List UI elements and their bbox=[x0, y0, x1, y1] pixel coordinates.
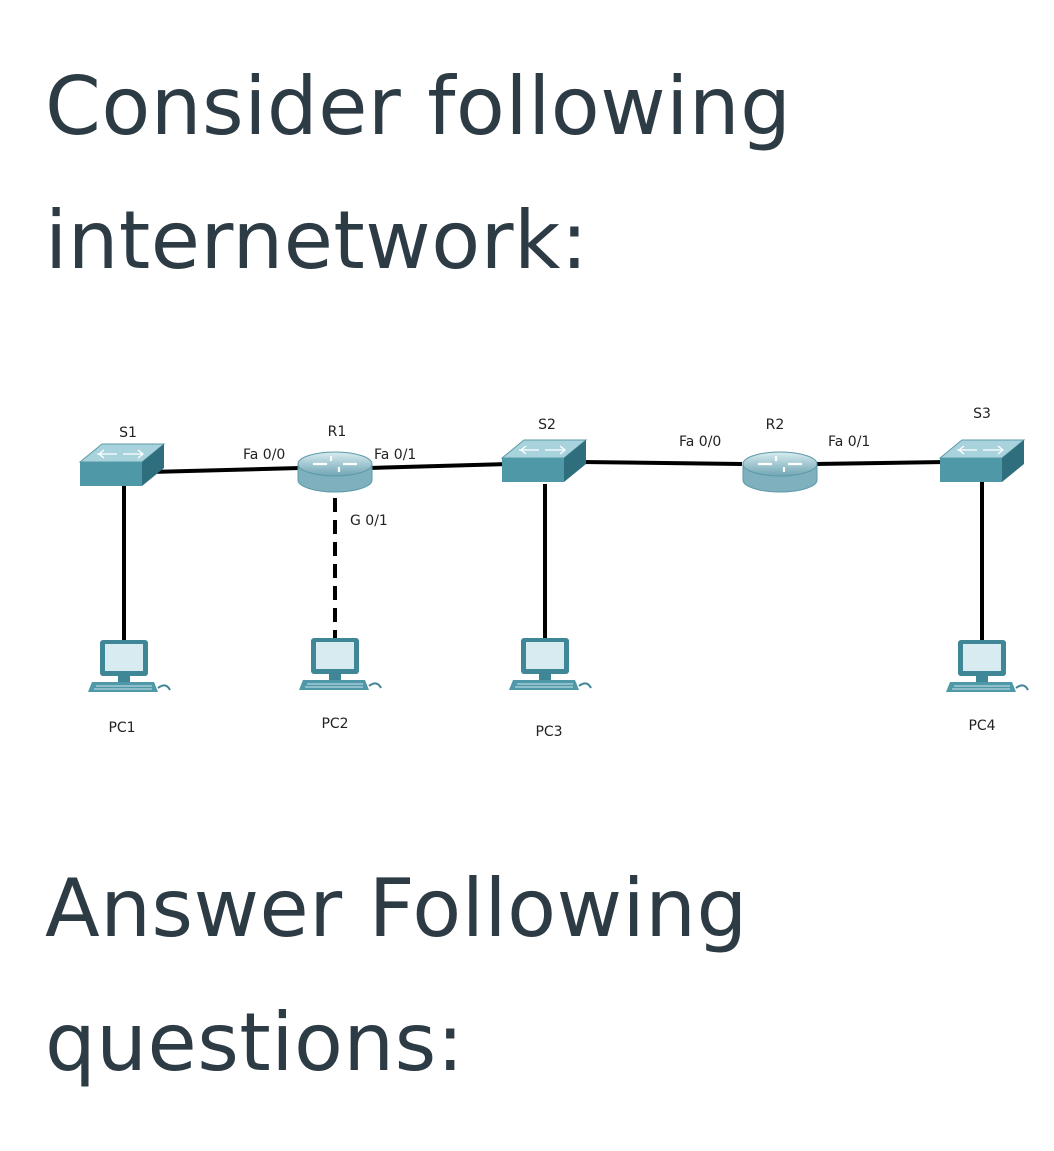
router-r1-icon bbox=[296, 450, 374, 494]
label-pc3: PC3 bbox=[535, 724, 562, 740]
link-r2-s3 bbox=[813, 460, 946, 466]
router-r2-icon bbox=[741, 450, 819, 494]
pc4-icon bbox=[945, 639, 1029, 693]
link-s1-r1 bbox=[149, 466, 301, 474]
switch-s1-icon bbox=[79, 443, 165, 487]
port-r2-fa00: Fa 0/0 bbox=[679, 434, 721, 450]
links bbox=[122, 460, 984, 642]
outro-line-2: questions: bbox=[45, 996, 465, 1089]
label-s3: S3 bbox=[973, 406, 991, 422]
port-r1-g01: G 0/1 bbox=[350, 513, 388, 529]
pc2-icon bbox=[298, 637, 382, 691]
switch-s3-icon bbox=[939, 439, 1025, 483]
port-r1-fa01: Fa 0/1 bbox=[374, 447, 416, 463]
switch-s2-icon bbox=[501, 439, 587, 483]
intro-line-1: Consider following bbox=[45, 60, 792, 153]
outro-heading: Answer Following questions: bbox=[45, 842, 748, 1110]
intro-line-2: internetwork: bbox=[45, 194, 589, 287]
outro-line-1: Answer Following bbox=[45, 862, 748, 955]
label-s1: S1 bbox=[119, 425, 137, 441]
pc3-icon bbox=[508, 637, 592, 691]
link-s2-r2 bbox=[581, 460, 743, 466]
label-r1: R1 bbox=[328, 424, 347, 440]
label-pc1: PC1 bbox=[108, 720, 135, 736]
label-r2: R2 bbox=[766, 417, 785, 433]
pc1-icon bbox=[87, 639, 171, 693]
port-r2-fa01: Fa 0/1 bbox=[828, 434, 870, 450]
port-r1-fa00: Fa 0/0 bbox=[243, 447, 285, 463]
label-s2: S2 bbox=[538, 417, 556, 433]
link-r1-s2 bbox=[369, 462, 511, 470]
intro-heading: Consider following internetwork: bbox=[45, 40, 791, 308]
label-pc2: PC2 bbox=[321, 716, 348, 732]
network-diagram: S1 R1 S2 R2 S3 PC1 PC2 PC3 PC4 Fa 0/0 Fa… bbox=[79, 406, 1029, 740]
label-pc4: PC4 bbox=[968, 718, 995, 734]
